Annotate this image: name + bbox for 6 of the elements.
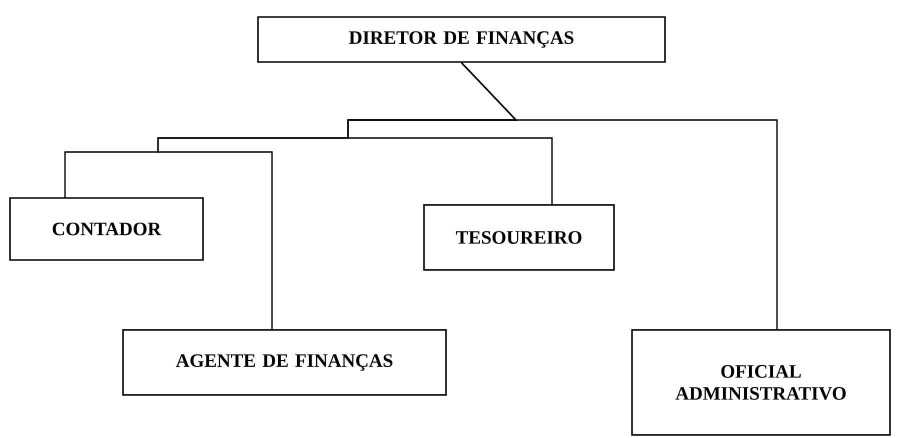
org-box: OFICIAL ADMINISTRATIVO: [631, 329, 891, 436]
connector-line: [461, 62, 778, 330]
org-box: AGENTE DE FINANÇAS: [122, 329, 447, 396]
org-box: DIRETOR DE FINANÇAS: [257, 16, 666, 63]
org-box: TESOUREIRO: [423, 204, 615, 271]
org-box: CONTADOR: [9, 197, 204, 261]
